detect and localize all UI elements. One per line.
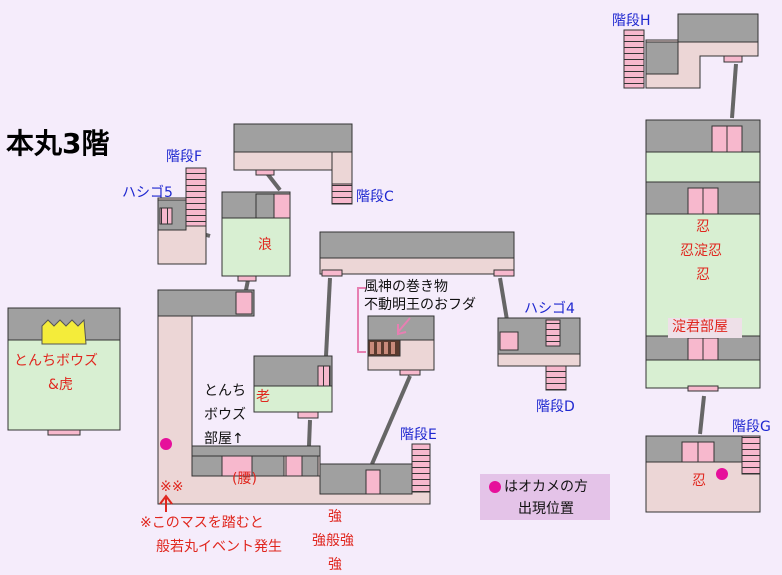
room-nami-label: 浪	[258, 237, 272, 253]
tonchi-room-note-1: とんち	[204, 383, 246, 399]
room-scroll	[357, 287, 435, 376]
scroll-note-line2: 不動明王のおフダ	[364, 297, 476, 313]
tonchi-room-note-3: 部屋↑	[204, 431, 244, 447]
stair-g-label: 階段G	[732, 419, 771, 435]
stair-d-label: 階段D	[536, 399, 575, 415]
stair-e-label: 階段E	[400, 427, 437, 443]
corridor-left	[157, 289, 431, 505]
room-nami	[221, 191, 291, 282]
ladder5-label: ハシゴ5	[122, 185, 173, 201]
okame-note-line2: 出現位置	[518, 501, 574, 517]
room-koshi-label: (腰)	[232, 471, 257, 487]
okame-marker-icon	[489, 481, 501, 493]
enemy-shinobi-1: 忍	[696, 219, 710, 235]
enemy-kyo-bot: 強	[328, 557, 342, 573]
room-roujin	[253, 355, 333, 419]
tonchi-tiger-line1: とんちボウズ	[14, 353, 98, 369]
yodogimi-room-label: 淀君部屋	[672, 319, 728, 335]
yodogimi-nameplate	[668, 318, 742, 338]
tonchi-tiger-line2: &虎	[48, 377, 73, 393]
room-tonchi-tiger	[7, 307, 121, 436]
room-yodogimi	[645, 119, 761, 392]
room-stair-h	[623, 13, 759, 89]
yellow-marker-icon	[41, 318, 87, 345]
enemy-kyo-top: 強	[328, 509, 342, 525]
enemy-shinobi-g: 忍	[692, 473, 706, 489]
trigger-arrow-icon	[159, 494, 173, 512]
okame-spawn-marker-g	[716, 468, 728, 480]
ladder4-label: ハシゴ4	[524, 301, 575, 317]
trigger-mark: ※※	[160, 479, 184, 495]
tonchi-room-note-2: ボウズ	[204, 407, 246, 423]
connector-lines	[195, 63, 738, 465]
room-stair-c	[233, 123, 353, 205]
hall-center	[319, 231, 515, 277]
room-ladder5	[157, 167, 207, 265]
stair-f-label: 階段F	[166, 149, 203, 165]
room-ladder4	[497, 317, 581, 391]
trigger-note-line2: 般若丸イベント発生	[156, 539, 282, 555]
okame-note-line1: はオカメの方	[504, 479, 588, 495]
enemy-shinobi-2: 忍淀忍	[680, 243, 722, 259]
enemy-kyo-mid: 強般強	[312, 533, 354, 549]
enemy-shinobi-3: 忍	[696, 267, 710, 283]
room-roujin-label: 老	[256, 389, 270, 405]
trigger-note-line1: ※このマスを踏むと	[140, 515, 264, 531]
stair-c-label: 階段C	[356, 189, 394, 205]
stair-h-label: 階段H	[612, 13, 651, 29]
okame-legend-box: はオカメの方 出現位置	[480, 474, 610, 520]
scroll-note-line1: 風神の巻き物	[364, 279, 448, 295]
room-stair-g	[645, 435, 761, 513]
okame-spawn-marker	[160, 438, 172, 450]
page-title: 本丸3階	[6, 127, 110, 160]
